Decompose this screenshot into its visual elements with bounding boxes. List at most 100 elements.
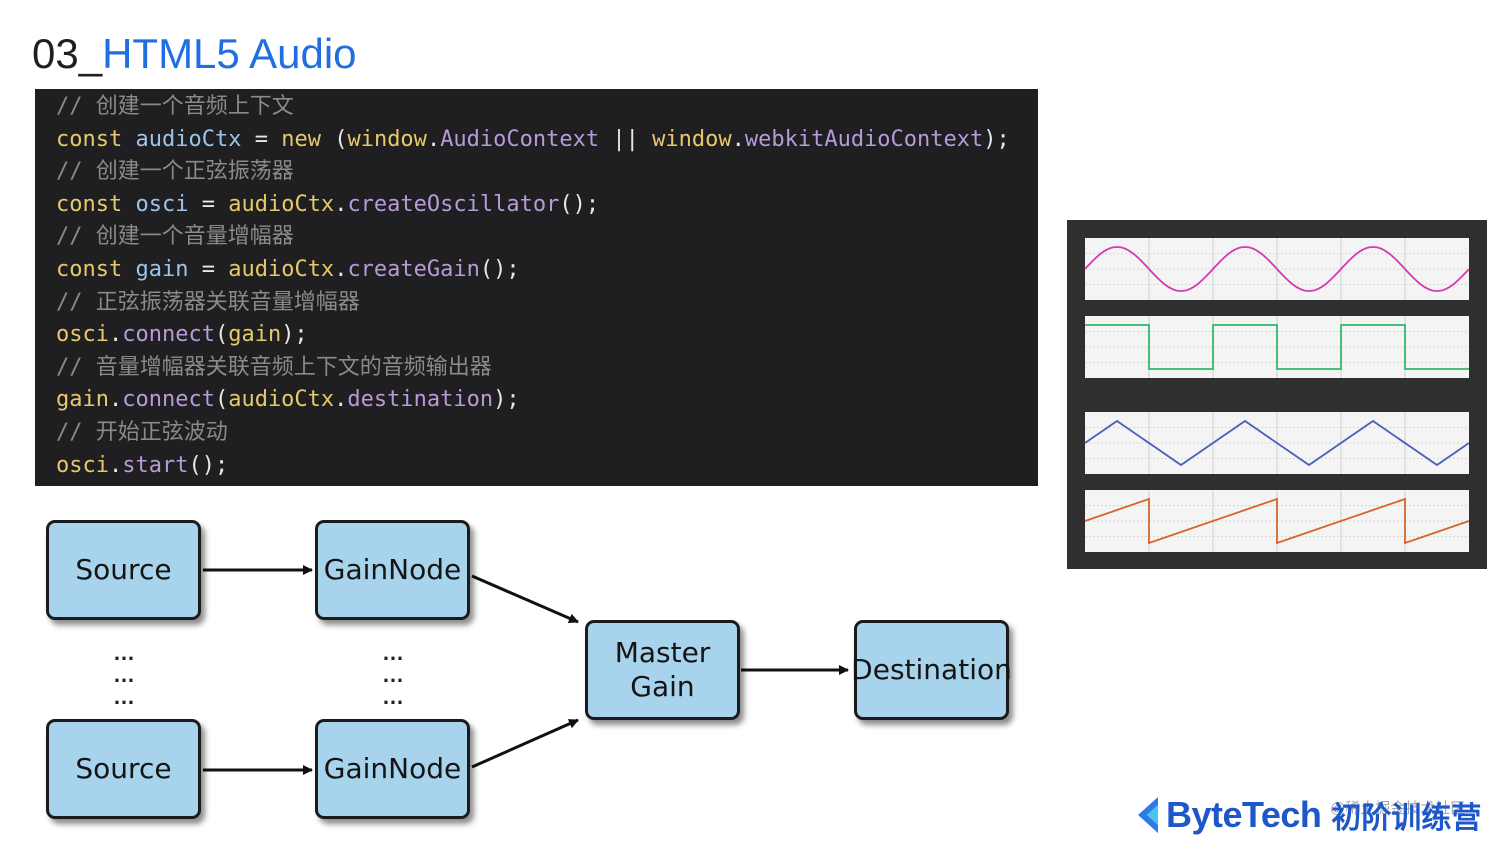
code-comment: // 音量增幅器关联音频上下文的音频输出器 (56, 354, 492, 380)
code-token: ( (214, 387, 229, 413)
ellipsis-1: … (113, 640, 135, 665)
audio-graph-diagram: Source GainNode Source GainNode Master G… (40, 510, 1030, 840)
code-token: ); (983, 126, 1010, 152)
code-comment: // 创建一个正弦振荡器 (56, 159, 294, 185)
ellipsis-source-column: … … … (109, 642, 139, 708)
master-gain-node: Master Gain (585, 620, 740, 720)
code-line: osci.start(); (56, 450, 1038, 483)
code-token: gain (135, 256, 189, 282)
code-token: osci (56, 322, 109, 348)
code-token: || (599, 126, 653, 152)
triangle-wave-line (1084, 419, 1470, 467)
code-line: const audioCtx = new (window.AudioContex… (56, 124, 1038, 157)
code-token: const (56, 191, 136, 217)
code-token: = (188, 191, 229, 217)
source-node-bottom: Source (46, 719, 201, 819)
gainnode-bottom-label: GainNode (323, 752, 462, 785)
triangle-wave-row (1084, 412, 1470, 474)
gainnode-top-label: GainNode (323, 553, 462, 586)
code-token: osci (56, 452, 109, 478)
gainnode-top: GainNode (315, 520, 470, 620)
code-token: gain (228, 322, 282, 348)
source-node-bottom-label: Source (75, 752, 172, 785)
ellipsis-5: … (382, 662, 404, 687)
code-token: . (108, 387, 123, 413)
source-node-top-label: Source (75, 553, 172, 586)
code-line: const osci = audioCtx.createOscillator()… (56, 189, 1038, 222)
code-token: . (334, 387, 348, 413)
destination-node: Destination (851, 620, 1012, 720)
code-comment: // 开始正弦波动 (56, 419, 228, 445)
code-token: const (56, 256, 136, 282)
code-comment: // 创建一个音频上下文 (56, 94, 294, 119)
code-line: // 创建一个音量增幅器 (56, 221, 1038, 254)
arrow-gain-top-to-master (471, 574, 579, 624)
code-token: ); (493, 387, 520, 413)
waveform-graphics (1084, 238, 1470, 552)
code-token: gain (56, 387, 109, 413)
ellipsis-3: … (113, 684, 135, 709)
code-token: . (334, 256, 348, 282)
ellipsis-6: … (382, 684, 404, 709)
code-line: // 创建一个正弦振荡器 (56, 156, 1038, 189)
code-token: audioCtx (228, 191, 335, 217)
waveform-panel (1067, 220, 1487, 569)
code-token: . (426, 126, 441, 152)
code-token: . (334, 191, 348, 217)
code-token: start (122, 452, 189, 478)
code-token: = (188, 256, 229, 282)
brand-program: 初阶训练营 (1331, 801, 1482, 836)
code-token: audioCtx (228, 387, 335, 413)
code-token: (); (479, 256, 520, 282)
gainnode-bottom: GainNode (315, 719, 470, 819)
code-comment: // 正弦振荡器关联音量增幅器 (56, 289, 360, 315)
sawtooth-wave-row (1084, 490, 1470, 552)
source-node-top: Source (46, 520, 201, 620)
code-token: connect (122, 322, 215, 348)
code-token: ( (320, 126, 348, 152)
slide-topic: HTML5 Audio (102, 30, 357, 77)
slide-title: 03_HTML5 Audio (32, 28, 357, 80)
code-token: osci (135, 191, 189, 217)
code-token: createGain (347, 256, 480, 282)
code-token: . (731, 126, 745, 152)
brand-name: ByteTech (1166, 794, 1322, 835)
code-token: audioCtx (135, 126, 242, 152)
code-line: // 创建一个音频上下文 (56, 91, 1038, 124)
sawtooth-wave-line (1084, 497, 1470, 545)
connection-arrows (203, 565, 849, 775)
sine-wave-row (1084, 238, 1470, 300)
code-token: audioCtx (228, 256, 335, 282)
code-token: (); (188, 452, 229, 478)
code-line: // 音量增幅器关联音频上下文的音频输出器 (56, 352, 1038, 385)
sine-wave-line (1084, 246, 1470, 292)
code-token: webkitAudioContext (744, 126, 984, 152)
code-token: (); (559, 191, 600, 217)
code-token: . (108, 322, 123, 348)
code-line: // 正弦振荡器关联音量增幅器 (56, 287, 1038, 320)
code-line: osci.connect(gain); (56, 319, 1038, 352)
master-gain-label-line2: Gain (630, 670, 695, 703)
code-token: destination (347, 387, 494, 413)
bytetech-mark-icon (1138, 797, 1158, 833)
code-token: window (347, 126, 427, 152)
code-token: AudioContext (440, 126, 600, 152)
code-token: . (108, 452, 123, 478)
code-line: const gain = audioCtx.createGain(); (56, 254, 1038, 287)
code-line: // 开始正弦波动 (56, 417, 1038, 450)
code-token: = (241, 126, 282, 152)
square-wave-line (1085, 324, 1469, 370)
watermark: @稀土掘金技术社区 (1330, 800, 1466, 817)
ellipsis-4: … (382, 640, 404, 665)
code-token: ); (281, 322, 308, 348)
code-token: new (281, 126, 321, 152)
code-line: gain.connect(audioCtx.destination); (56, 384, 1038, 417)
bytetech-logo: ByteTech 初阶训练营 (1134, 790, 1481, 840)
ellipsis-2: … (113, 662, 135, 687)
arrow-gain-bottom-to-master (471, 718, 579, 769)
destination-label: Destination (851, 653, 1012, 686)
code-token: window (652, 126, 732, 152)
code-token: createOscillator (347, 191, 560, 217)
ellipsis-gain-column: … … … (378, 642, 408, 708)
